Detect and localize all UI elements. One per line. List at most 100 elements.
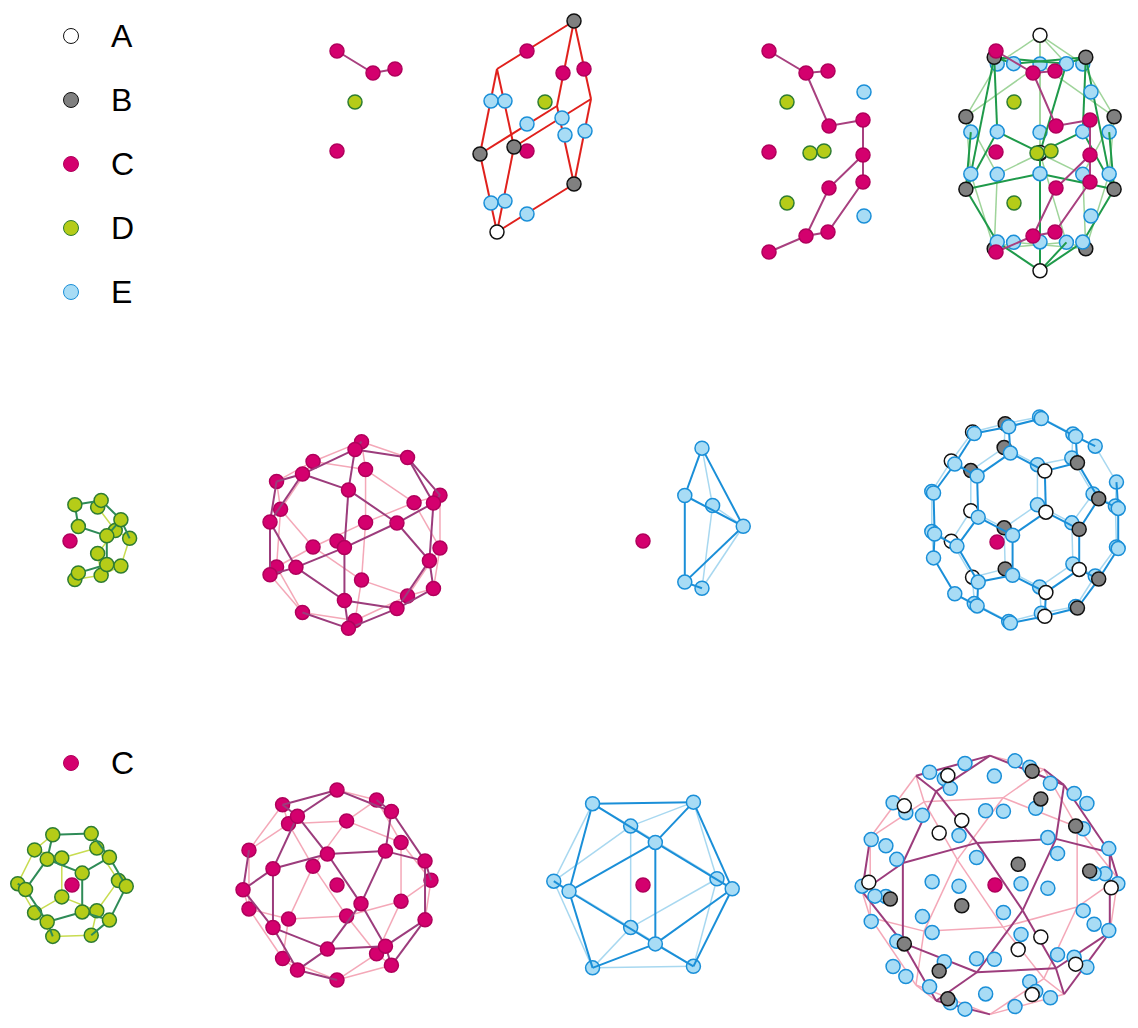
bond-line [693,879,717,967]
bond-line [685,526,743,582]
atom-e [1111,542,1125,556]
atom-e [1043,776,1057,790]
atom-e [1041,831,1055,845]
bond-line [903,843,977,863]
atom-e [970,952,984,966]
atom-e [1002,420,1016,434]
bond-line [361,851,385,904]
atom-c [306,859,320,873]
bond-line [593,802,694,804]
atom-b [1070,456,1084,470]
bond-line [249,909,283,959]
bond-line [924,798,1003,802]
atom-b [883,892,897,906]
atom-c [282,912,296,926]
atom-c [330,144,344,158]
bond-line [355,596,408,621]
bond-line [391,811,425,861]
atom-d [46,929,60,943]
bond-line [1064,785,1110,853]
atom-d [84,827,98,841]
atom-d [40,915,54,929]
atom-e [990,125,1004,139]
bond-line [327,851,385,854]
atom-b [1011,857,1025,871]
green-cage [959,28,1121,278]
atom-e [927,551,941,565]
atom-d [75,866,89,880]
atom-e [971,510,985,524]
atom-e [987,769,1001,783]
atom-c [520,44,534,58]
bond-line [994,57,997,131]
bond-line [593,944,656,968]
unit-cell [473,14,592,239]
bond-line [391,920,425,965]
atom-d [100,529,114,543]
e-icosahedron [547,795,739,975]
atom-c [422,554,436,568]
atom-e [943,781,957,795]
atom-e [925,875,939,889]
atom-a [490,225,504,239]
c-polyhedron [263,435,447,636]
atom-e [695,441,709,455]
atom-c [306,540,320,554]
atom-a [862,875,876,889]
bond-line [270,474,302,522]
bond-line [693,802,732,889]
atom-c [426,582,440,596]
atom-e [1076,235,1090,249]
atom-d [780,196,794,210]
atom-e [1041,881,1055,895]
bond-line [994,57,1066,63]
atom-e [1069,430,1083,444]
atom-e [1008,1000,1022,1014]
bond-line [327,946,385,949]
bond-line [630,826,632,927]
bond-line [1003,907,1077,927]
atom-e [890,852,904,866]
atom-d [68,498,82,512]
cage-figure [959,28,1121,278]
atom-e [958,756,972,770]
atom-c [384,958,398,972]
atom-e [964,167,978,181]
atom-b [1070,601,1084,615]
bond-line [270,522,296,567]
atom-c [418,913,432,927]
atom-d [114,513,128,527]
atom-c [366,66,380,80]
atom-c [320,942,334,956]
atom-d [28,906,42,920]
atom-a [1011,943,1025,957]
atom-c [636,534,650,548]
atom-a [1069,957,1083,971]
bond-line [429,503,433,561]
atom-d [102,850,116,864]
bond-line [966,64,997,117]
atom-e [1034,411,1048,425]
atom-a [1039,585,1053,599]
atom-c [378,939,392,953]
legend-item: E [63,272,132,312]
bond-line [1064,932,1110,994]
e-shell [855,754,1125,1016]
atom-a [1072,562,1086,576]
atom-e [971,575,985,589]
atom-e [1067,787,1081,801]
atom-c [330,783,344,797]
atom-d [55,890,69,904]
atom-a [1033,264,1047,278]
atom-e [948,457,962,471]
atom-e [948,587,962,601]
bond-line [355,449,408,457]
atom-c [236,883,250,897]
legend-swatch [63,755,79,771]
atom-c [988,878,1002,892]
bond-line [684,496,686,583]
atom-a [897,799,911,813]
atom-c [401,451,415,465]
atom-e [1003,616,1017,630]
